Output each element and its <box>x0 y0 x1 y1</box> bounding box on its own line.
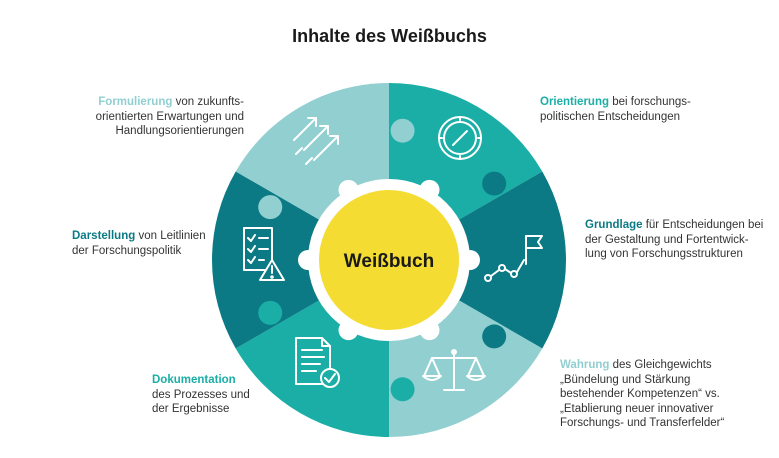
flag-path-icon <box>484 235 543 282</box>
puzzle-knob <box>258 195 283 220</box>
puzzle-knob <box>390 377 415 402</box>
page-title: Inhalte des Weißbuchs <box>292 26 487 46</box>
keyword-grundlage: Grundlage <box>585 219 643 231</box>
label-dokumentation: Dokumentation des Prozesses und der Erge… <box>152 374 250 415</box>
keyword-formulierung: Formulierung <box>98 96 173 108</box>
keyword-darstellung: Darstellung <box>72 230 136 242</box>
center-circle <box>319 190 459 330</box>
keyword-dokumentation: Dokumentation <box>152 374 236 386</box>
compass-icon <box>438 116 482 160</box>
center-label: Weißbuch <box>344 251 434 272</box>
label-orientierung: Orientierung bei forschungs- politischen… <box>540 96 691 123</box>
puzzle-knob <box>390 118 415 143</box>
puzzle-knob <box>258 300 283 325</box>
arrows-up-right-icon <box>293 117 339 165</box>
keyword-orientierung: Orientierung <box>540 96 610 108</box>
document-check-icon <box>295 337 340 388</box>
label-formulierung: Formulierung von zukunfts- orientierten … <box>95 96 244 137</box>
scales-icon <box>422 349 486 391</box>
checklist-warning-icon <box>243 227 285 281</box>
label-grundlage: Grundlage für Entscheidungen bei der Ges… <box>585 219 764 260</box>
label-darstellung: Darstellung von Leitlinien der Forschung… <box>72 230 206 257</box>
puzzle-knob <box>482 171 507 196</box>
puzzle-knob <box>482 324 507 349</box>
label-wahrung: Wahrung des Gleichgewichts „Bündelung un… <box>560 359 725 429</box>
keyword-wahrung: Wahrung <box>560 359 610 371</box>
